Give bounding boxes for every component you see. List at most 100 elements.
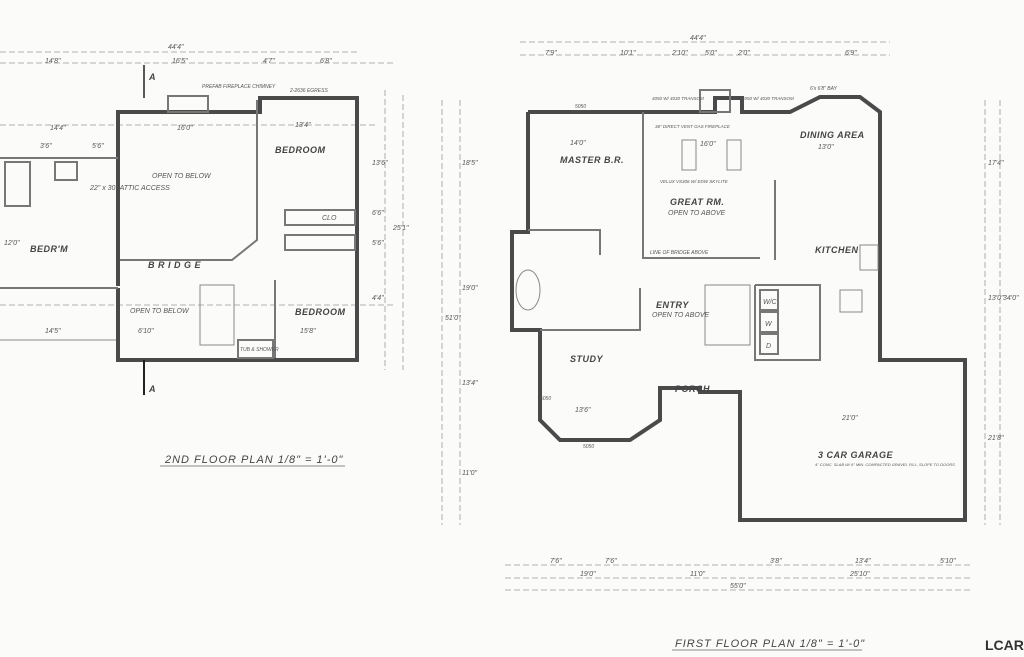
dim-label: 16'5": [172, 58, 188, 65]
window-label: 5050: [575, 104, 586, 110]
dim-label: 6'6": [372, 210, 384, 217]
room-label-bridge: B R I D G E: [148, 260, 202, 270]
dim-label: 13'6": [372, 160, 388, 167]
dim-label: 6'8": [320, 58, 332, 65]
room-label-kitchen: KITCHEN: [815, 245, 859, 255]
dim-label: 13'4": [462, 380, 478, 387]
dim-label: 15'8": [300, 328, 316, 335]
room-label-bedroom: BEDROOM: [295, 307, 346, 317]
dim-label: 18'5": [462, 160, 478, 167]
section-marker: A: [148, 72, 156, 82]
note-label: LINE OF BRIDGE ABOVE: [650, 250, 709, 256]
dim-label: 17'4": [988, 160, 1004, 167]
chimney: [167, 95, 209, 113]
dim-label: 21'8": [987, 435, 1004, 442]
dim-label: 14'4": [50, 125, 66, 132]
sink: [54, 161, 78, 181]
fireplace: [699, 89, 731, 113]
room-label-master-bedroom: MASTER B.R.: [560, 155, 624, 165]
window-label: 5050: [540, 396, 551, 402]
dim-label: 11'0": [690, 571, 705, 578]
room-sublabel: OPEN TO ABOVE: [652, 312, 710, 319]
plan-title: 2ND FLOOR PLAN 1/8" = 1'-0": [164, 454, 344, 466]
dim-label: 13'0": [818, 144, 834, 151]
closet: [284, 234, 356, 251]
dim-label: 11'0": [462, 470, 477, 477]
dim-label: 25'1": [392, 225, 409, 232]
dim-label: 7'6": [550, 558, 562, 565]
attic-access-label: 22" x 30" ATTIC ACCESS: [89, 185, 170, 192]
sink: [859, 244, 879, 271]
tub: [515, 269, 541, 311]
dim-label: 25'10": [849, 571, 870, 578]
room-label-bedroom: BEDR'M: [30, 244, 68, 254]
tub-label: TUB & SHOWER: [240, 347, 279, 353]
dim-label: 2'10": [671, 50, 688, 57]
dim-label: 4'7": [263, 58, 275, 65]
room-label-study: STUDY: [570, 354, 603, 364]
section-marker: A: [148, 384, 156, 394]
closet-label: CLO: [322, 215, 337, 222]
watermark: LCAR: [985, 637, 1024, 653]
room-sublabel: OPEN TO ABOVE: [668, 210, 726, 217]
open-to-below-label: OPEN TO BELOW: [130, 308, 190, 315]
laundry-walls: [754, 284, 821, 361]
dim-label: 5'6": [372, 240, 384, 247]
appliance-dryer: [759, 333, 779, 355]
room-label-entry: ENTRY: [656, 300, 689, 310]
dim-label: 13'4": [855, 558, 871, 565]
tub: [237, 339, 274, 359]
note-label: 2-2636 EGRESS: [289, 88, 328, 94]
dim-label: 14'8": [45, 58, 61, 65]
stairs: [704, 284, 751, 346]
wall-outline: [510, 95, 967, 522]
dim-label: 16'0": [700, 141, 716, 148]
note-label: 6'x 6'8" BAY: [810, 86, 838, 92]
closet: [284, 209, 356, 226]
note-label: 36" DIRECT VENT GAS FIREPLACE: [655, 124, 731, 129]
wall: [642, 112, 760, 259]
dim-label: 3'6": [40, 143, 52, 150]
dim-label: 19'0": [580, 571, 596, 578]
note-label: 4" CONC. SLAB W/ 6" MIN. COMPACTED GRAVE…: [815, 462, 955, 467]
dim-label: 5'10": [940, 558, 956, 565]
dim-label: 14'0": [570, 140, 586, 147]
room-label-porch: PORCH: [675, 384, 710, 394]
dim-label: 6'10": [138, 328, 154, 335]
plan-title: FIRST FLOOR PLAN 1/8" = 1'-0": [675, 638, 865, 650]
room-label-garage: 3 CAR GARAGE: [818, 450, 894, 460]
second-floor-plan: A A 44'4" 14'8" 16'5" 4'7" 6'8" 14'4" 16…: [0, 44, 409, 467]
dim-label: 13'0": [988, 295, 1004, 302]
dim-label: 5'6": [92, 143, 104, 150]
open-to-below-label: OPEN TO BELOW: [152, 173, 212, 180]
dim-label: 5'0": [705, 50, 717, 57]
dim-label: 51'0": [445, 315, 461, 322]
wall-outline: [116, 96, 359, 362]
room-label-bedroom: BEDROOM: [275, 145, 326, 155]
appliance-wc: [759, 289, 779, 311]
appliance-label: W: [765, 321, 773, 328]
dim-label: 13'6": [575, 407, 591, 414]
window-label: 4050 W/ 4030 TRANSOM: [742, 96, 794, 101]
dim-label: 21'0": [841, 415, 858, 422]
dim-label: 34'0": [1003, 295, 1019, 302]
room-label-dining: DINING AREA: [800, 130, 865, 140]
room-label-great-room: GREAT RM.: [670, 197, 724, 207]
dim-label: 44'4": [168, 44, 184, 51]
note-label: PREFAB FIREPLACE CHIMNEY: [202, 84, 276, 90]
skylight: [726, 139, 742, 171]
dim-label: 10'1": [620, 50, 636, 57]
wall: [120, 100, 258, 261]
skylight: [681, 139, 697, 171]
dim-label: 7'9": [545, 50, 557, 57]
dim-label: 55'0": [730, 583, 746, 590]
first-floor-plan: W/C W D 44'4" 7'9" 10'1" 2'10" 5'0" 2'0"…: [441, 35, 1019, 651]
dim-label: 7'6": [605, 558, 617, 565]
note-label: VELUX VS306 W/ EDW SKYLITE: [660, 179, 729, 184]
wall: [528, 229, 601, 255]
range: [839, 289, 863, 313]
dim-label: 12'0": [4, 240, 20, 247]
appliance-label: W/C: [763, 299, 778, 306]
dim-label: 19'0": [462, 285, 478, 292]
